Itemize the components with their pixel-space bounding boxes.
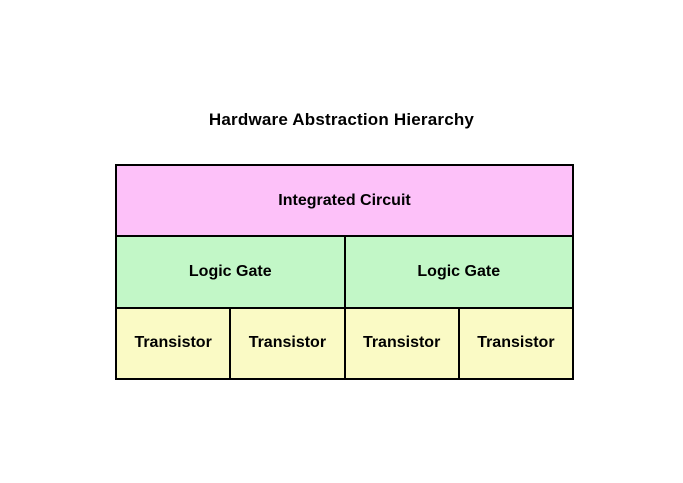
level-logic-gate: Logic Gate Logic Gate [117, 235, 573, 307]
cell-transistor-3: Transistor [343, 308, 458, 378]
level-integrated-circuit: Integrated Circuit [117, 166, 572, 236]
hierarchy-table: Integrated Circuit Logic Gate Logic Gate… [115, 164, 574, 380]
diagram-title: Hardware Abstraction Hierarchy [208, 110, 475, 129]
cell-transistor-4: Transistor [457, 308, 572, 378]
cell-integrated-circuit: Integrated Circuit [278, 191, 411, 209]
cell-logic-gate-1: Logic Gate [188, 262, 272, 280]
cell-transistor-1: Transistor [134, 334, 212, 352]
cell-logic-gate-2: Logic Gate [343, 237, 573, 307]
level-transistor: Transistor Transistor Transistor Transis… [117, 306, 572, 378]
cell-transistor-2: Transistor [229, 308, 343, 378]
